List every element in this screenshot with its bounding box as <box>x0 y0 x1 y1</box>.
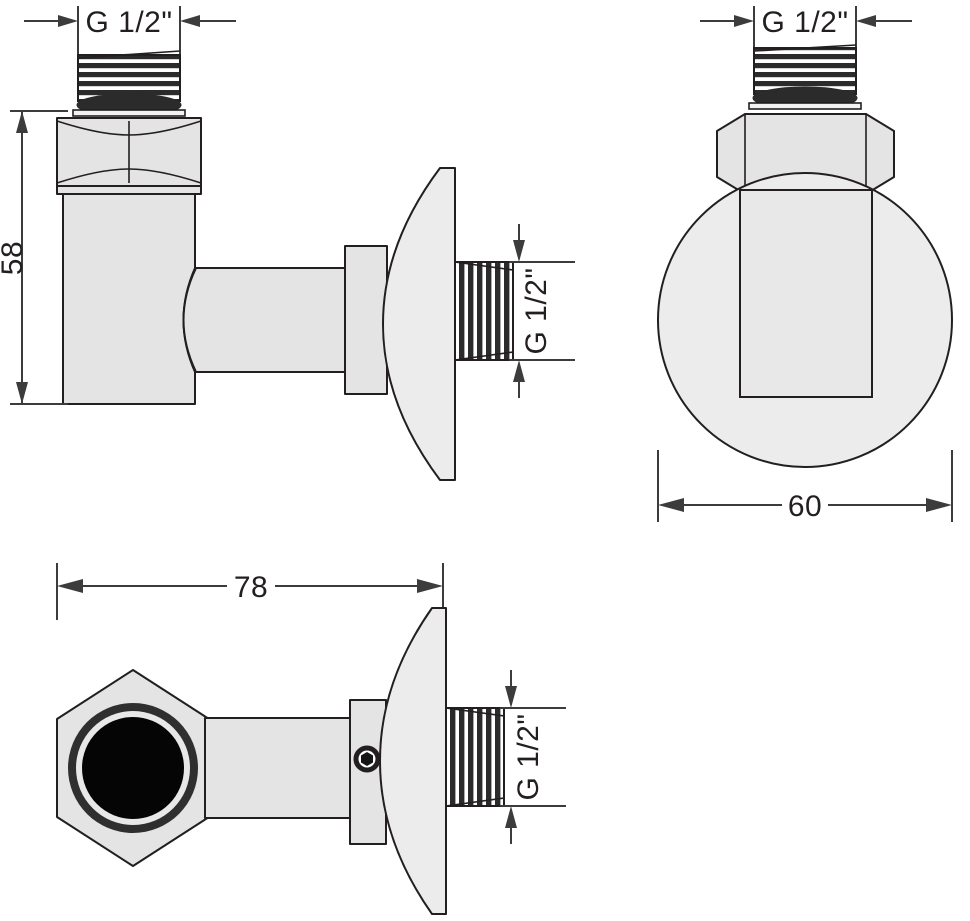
top-thread <box>77 50 181 102</box>
dim-thread-top-left: G 1/2" <box>24 6 236 58</box>
arm-collar <box>344 245 388 395</box>
dim-thread-top-right-label: G 1/2" <box>761 6 848 39</box>
outlet-thread-top <box>445 707 505 807</box>
dim-thread-top-left-label: G 1/2" <box>85 6 172 39</box>
valve-arm <box>182 267 346 373</box>
front-view: G 1/2" <box>657 6 953 523</box>
dim-thread-right-bot: G 1/2" <box>500 670 566 844</box>
hex-nut-side <box>56 117 202 195</box>
dim-height-58-label: 58 <box>0 241 29 275</box>
side-view: G 1/2" <box>0 6 575 481</box>
dim-thread-top-right: G 1/2" <box>700 6 912 50</box>
valve-arm-top <box>204 717 351 819</box>
dim-diameter-60-label: 60 <box>788 490 822 523</box>
dim-thread-right-bot-label: G 1/2" <box>512 713 545 800</box>
dim-diameter-60: 60 <box>657 450 953 523</box>
hex-nut-top <box>56 669 210 867</box>
dim-length-78: 78 <box>56 563 444 620</box>
dim-length-78-label: 78 <box>234 571 268 604</box>
escutcheon-circle <box>657 172 953 468</box>
hex-nut-front <box>716 113 895 195</box>
escutcheon-dome-side <box>382 167 456 481</box>
valve-body <box>62 193 196 405</box>
top-seal-ring <box>72 93 186 117</box>
dim-thread-right-mid-label: G 1/2" <box>520 267 553 354</box>
top-view: 78 <box>56 563 566 915</box>
dim-thread-right-mid: G 1/2" <box>509 224 575 398</box>
top-seal-ring-front <box>748 86 862 110</box>
dim-height-58: 58 <box>0 110 68 405</box>
outlet-thread-side <box>454 261 514 361</box>
escutcheon-dome-top <box>379 607 447 915</box>
